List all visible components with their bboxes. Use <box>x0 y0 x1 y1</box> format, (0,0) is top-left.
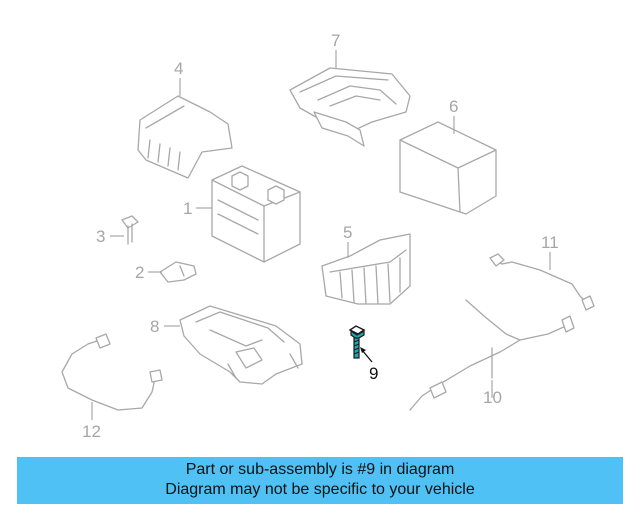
part-6-battery-insulator <box>399 121 497 215</box>
parts-diagram: 7 4 6 1 3 2 5 <box>61 31 595 441</box>
part-12-ground-cable <box>61 333 163 411</box>
banner-line-1: Part or sub-assembly is #9 in diagram <box>185 461 455 478</box>
callout-7: 7 <box>331 31 340 50</box>
callout-6: 6 <box>449 97 458 116</box>
callout-1: 1 <box>183 199 192 218</box>
callout-10: 10 <box>483 388 502 407</box>
callout-11: 11 <box>541 233 559 252</box>
callout-8: 8 <box>150 317 159 336</box>
callout-12: 12 <box>82 422 101 441</box>
part-5-tray-shield <box>321 233 411 305</box>
callout-5: 5 <box>343 223 352 242</box>
leader-9 <box>361 349 373 363</box>
part-4-battery-shield <box>137 95 233 179</box>
part-3-bolt <box>121 215 139 245</box>
part-1-battery <box>211 165 301 263</box>
part-2-hold-down-clamp <box>159 261 197 283</box>
part-8-battery-tray <box>179 305 303 385</box>
part-9-bolt <box>348 325 366 359</box>
info-banner: Part or sub-assembly is #9 in diagram Di… <box>17 457 623 504</box>
part-11-cable <box>489 253 595 311</box>
leader-9-arrowhead <box>360 347 366 353</box>
part-7-battery-cover <box>289 67 411 147</box>
callout-9: 9 <box>369 364 378 383</box>
part-10-wire-harness <box>409 299 575 411</box>
banner-line-2: Diagram may not be specific to your vehi… <box>165 481 475 498</box>
callout-3: 3 <box>96 227 105 246</box>
callout-4: 4 <box>174 59 183 78</box>
callout-2: 2 <box>135 263 144 282</box>
